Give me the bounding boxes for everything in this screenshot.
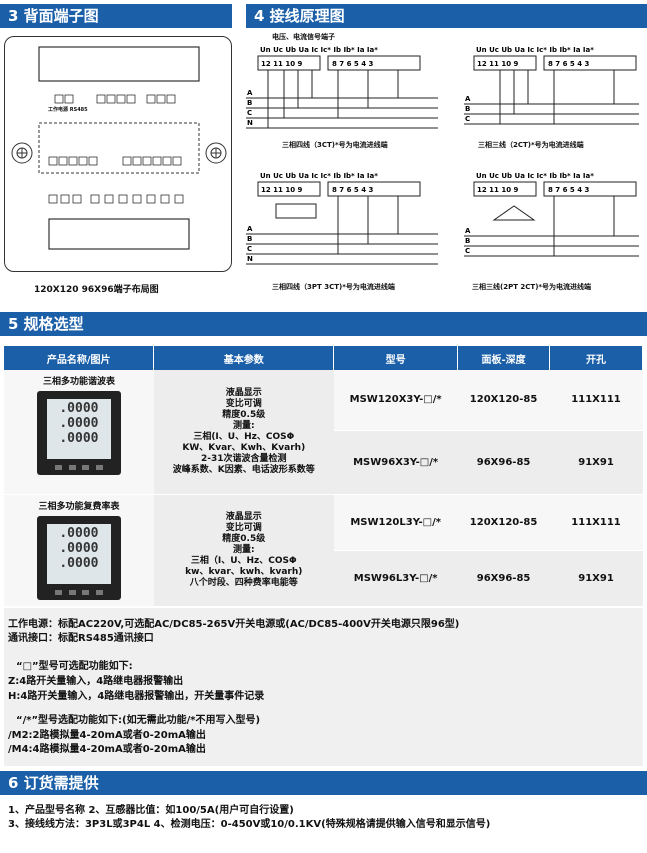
product-name: 三相多功能谐波表 (42, 377, 115, 387)
note-m2: /M2:2路模拟量4-20mA或者0-20mA输出 (8, 730, 206, 741)
model-cell: MSW120L3Y-□/* (333, 494, 458, 551)
wiring-caption-4: 三相三线(2PT 2CT)*号为电流进线端 (472, 283, 592, 291)
svg-text:8 7 6 5 4 3: 8 7 6 5 4 3 (332, 186, 374, 194)
svg-text:Un Uc Ub Ua Ic Ic* Ib Ib* Ia: Un Uc Ub Ua Ic Ic* Ib Ib* Ia Ia* (476, 172, 594, 180)
svg-text:N: N (247, 119, 253, 127)
svg-text:8 7 6 5 4 3: 8 7 6 5 4 3 (332, 60, 374, 68)
section-3-banner: 3 背面端子图 (0, 4, 232, 28)
diagram1-terms: Un Uc Ub Ua Ic Ic* Ib Ib* Ia Ia* (260, 46, 378, 54)
svg-text:A: A (247, 225, 253, 233)
col-header-params: 基本参数 (153, 346, 335, 370)
svg-text:A: A (247, 89, 253, 97)
table-row: MSW96L3Y-□/* 96X96-85 91X91 (4, 550, 643, 607)
terminal-layout-figure (11, 46, 227, 250)
hole-cell: 111X111 (549, 370, 643, 431)
note-z: Z:4路开关量输入，4路继电器报警输出 (8, 676, 184, 687)
svg-text:Un Uc Ub Ua Ic Ic* Ib Ib* Ia: Un Uc Ub Ua Ic Ic* Ib Ib* Ia Ia* (260, 172, 378, 180)
svg-text:Un Uc Ub Ua Ic Ic* Ib Ib* Ia: Un Uc Ub Ua Ic Ic* Ib Ib* Ia Ia* (476, 46, 594, 54)
hole-cell: 91X91 (549, 550, 643, 607)
svg-text:8 7 6 5 4 3: 8 7 6 5 4 3 (548, 186, 590, 194)
svg-text:A: A (465, 95, 471, 103)
hole-cell: 91X91 (549, 430, 643, 495)
terminal-panel-drawing (4, 36, 232, 272)
note-box-title: “□”型号可选配功能如下: (16, 661, 133, 672)
svg-text:C: C (465, 247, 470, 255)
spec-table: 产品名称/图片 基本参数 型号 面板-深度 开孔 三相多功能谐波表 .0000.… (4, 346, 643, 607)
product-name: 三相多功能复费率表 (38, 501, 120, 512)
notes-box (4, 608, 643, 766)
section-6-banner: 6 订货需提供 (0, 771, 647, 795)
svg-text:12 11 10 9: 12 11 10 9 (477, 186, 519, 194)
svg-text:C: C (465, 115, 470, 123)
svg-text:12 11 10 9: 12 11 10 9 (261, 60, 303, 68)
model-cell: MSW96L3Y-□/* (333, 550, 458, 607)
col-header-panel: 面板-深度 (457, 346, 551, 370)
col-header-model: 型号 (333, 346, 459, 370)
meter-image: .0000.0000.0000 (36, 391, 121, 475)
model-cell: MSW96X3Y-□/* (333, 430, 458, 495)
svg-text:C: C (247, 245, 252, 253)
col-header-hole: 开孔 (549, 346, 643, 370)
note-power: 工作电源：标配AC220V,可选配AC/DC85-265V开关电源或(AC/DC… (8, 619, 460, 630)
svg-text:B: B (247, 99, 252, 107)
meter-image: .0000.0000.0000 (36, 515, 121, 600)
terminal-top-labels: 工作电源 RS485 (48, 107, 88, 113)
section-5-banner: 5 规格选型 (0, 312, 647, 336)
panel-cell: 96X96-85 (457, 550, 550, 607)
section-4-banner: 4 接线原理图 (246, 4, 647, 28)
wiring-caption-2: 三相三线（2CT)*号为电流进线端 (478, 141, 584, 149)
wiring-caption-3: 三相四线（3PT 3CT)*号为电流进线端 (272, 283, 395, 291)
panel-cell: 96X96-85 (457, 430, 550, 495)
svg-text:C: C (247, 109, 252, 117)
signal-terminal-label: 电压、电流信号端子 (272, 33, 335, 41)
panel-cell: 120X120-85 (457, 494, 550, 551)
note-star-title: “/*”型号选配功能如下:(如无需此功能/*不用写入型号) (16, 715, 261, 726)
svg-text:A: A (465, 227, 471, 235)
svg-text:B: B (247, 235, 252, 243)
wiring-caption-1: 三相四线（3CT)*号为电流进线端 (282, 141, 388, 149)
wiring-diagrams: Un Uc Ub Ua Ic Ic* Ib Ib* Ia Ia* 12 11 1… (246, 46, 639, 265)
order-line-1: 1、产品型号名称 2、互感器比值：如100/5A(用户可自行设置) (8, 805, 294, 816)
svg-text:12 11 10 9: 12 11 10 9 (477, 60, 519, 68)
svg-text:12 11 10 9: 12 11 10 9 (261, 186, 303, 194)
svg-text:8 7 6 5 4 3: 8 7 6 5 4 3 (548, 60, 590, 68)
table-row: 三相多功能复费率表 .0000.0000.0000 液晶显示变比可调精度0.5级… (4, 494, 643, 607)
svg-text:N: N (247, 255, 253, 263)
svg-text:B: B (465, 105, 470, 113)
panel-cell: 120X120-85 (457, 370, 550, 431)
terminal-layout-caption: 120X120 96X96端子布局图 (34, 285, 159, 295)
model-cell: MSW120X3Y-□/* (333, 370, 458, 431)
order-line-2: 3、接线线方法：3P3L或3P4L 4、检测电压：0-450V或10/0.1KV… (8, 819, 491, 830)
hole-cell: 111X111 (549, 494, 643, 551)
note-comm: 通讯接口：标配RS485通讯接口 (8, 633, 154, 644)
col-header-product: 产品名称/图片 (4, 346, 155, 370)
table-row: MSW96X3Y-□/* 96X96-85 91X91 (4, 430, 643, 495)
note-m4: /M4:4路模拟量4-20mA或者0-20mA输出 (8, 744, 206, 755)
note-h: H:4路开关量输入，4路继电器报警输出，开关量事件记录 (8, 691, 265, 702)
svg-text:B: B (465, 237, 470, 245)
table-row: 三相多功能谐波表 .0000.0000.0000 液晶显示变比可调精度0.5级测… (4, 370, 643, 495)
